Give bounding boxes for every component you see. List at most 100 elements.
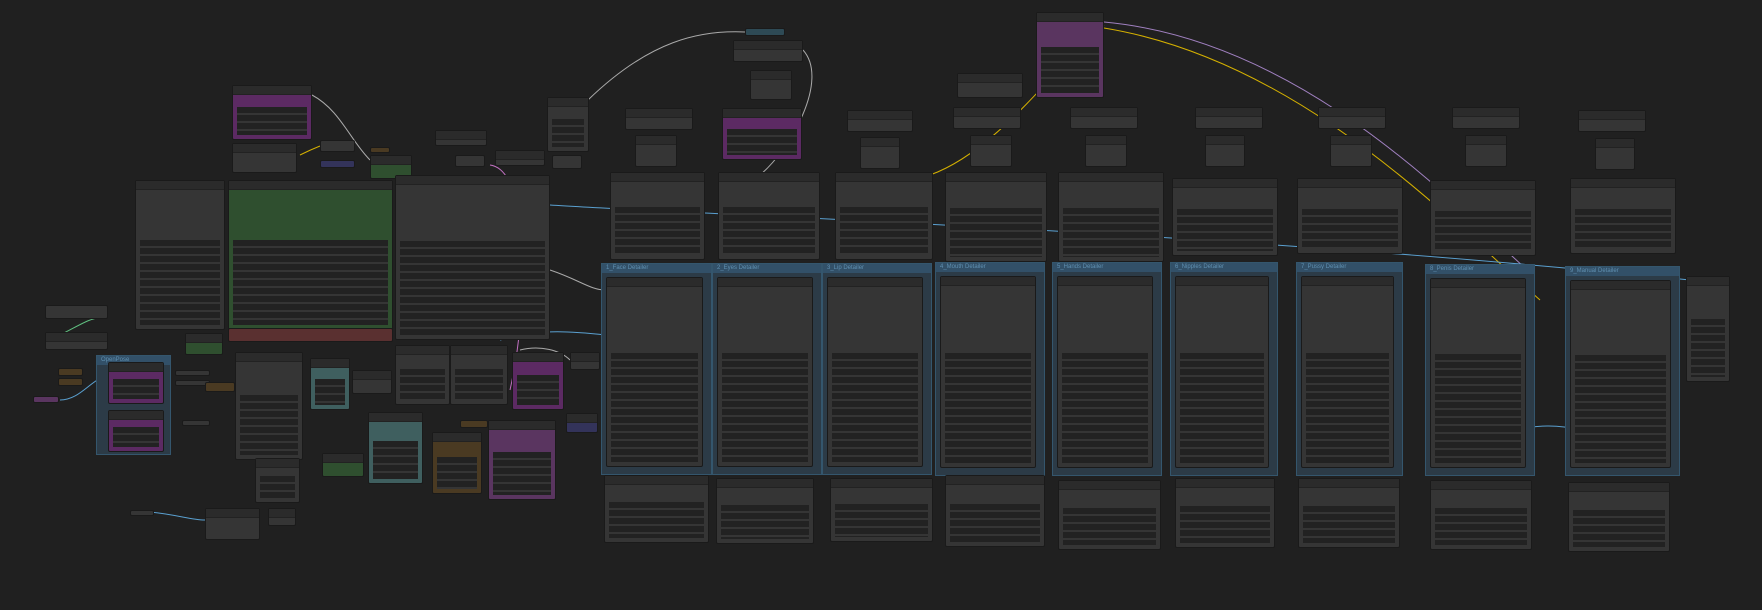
graph-node[interactable] (205, 508, 260, 540)
node-title-bar[interactable] (571, 353, 599, 362)
graph-node[interactable] (625, 108, 693, 130)
node-title-bar[interactable] (717, 479, 813, 488)
graph-node[interactable] (1430, 180, 1536, 256)
node-title-bar[interactable] (1453, 108, 1519, 117)
node-widgets[interactable] (832, 353, 918, 462)
node-widgets[interactable] (1063, 508, 1156, 545)
node-title-bar[interactable] (836, 173, 932, 182)
node-widgets[interactable] (615, 207, 700, 255)
node-widgets[interactable] (835, 503, 928, 537)
graph-node[interactable] (370, 147, 390, 153)
node-widgets[interactable] (455, 369, 503, 400)
graph-node[interactable] (610, 172, 705, 260)
node-widgets[interactable] (727, 129, 797, 155)
node-title-bar[interactable] (848, 111, 912, 120)
node-widgets[interactable] (1691, 318, 1725, 377)
graph-node[interactable] (1205, 135, 1245, 167)
group-title[interactable]: 4_Mouth Detailer (936, 263, 1044, 272)
node-widgets[interactable] (373, 441, 418, 479)
node-widgets[interactable] (1575, 355, 1666, 463)
node-title-bar[interactable] (971, 136, 1011, 145)
graph-node[interactable] (566, 413, 598, 433)
node-title-bar[interactable] (723, 109, 801, 118)
node-widgets[interactable] (517, 375, 559, 405)
node-widgets[interactable] (945, 353, 1031, 463)
node-title-bar[interactable] (451, 346, 507, 355)
group-title[interactable]: 5_Hands Detailer (1053, 263, 1161, 272)
graph-node[interactable] (135, 180, 225, 330)
node-title-bar[interactable] (831, 479, 932, 488)
node-widgets[interactable] (950, 208, 1042, 257)
graph-node[interactable] (255, 458, 300, 503)
node-widgets[interactable] (1435, 508, 1527, 545)
node-widgets[interactable] (1303, 506, 1395, 543)
graph-node[interactable] (320, 140, 355, 152)
node-widgets[interactable] (437, 457, 477, 489)
node-title-bar[interactable] (1059, 481, 1160, 490)
graph-node[interactable] (450, 345, 508, 405)
node-title-bar[interactable] (269, 509, 295, 518)
node-widgets[interactable] (260, 476, 295, 498)
graph-node[interactable] (512, 352, 564, 410)
node-widgets[interactable] (140, 240, 220, 325)
node-title-bar[interactable] (719, 173, 819, 182)
graph-node[interactable] (1465, 135, 1507, 167)
graph-node[interactable] (1595, 138, 1635, 170)
node-title-bar[interactable] (233, 144, 296, 153)
graph-node[interactable] (570, 352, 600, 370)
node-title-bar[interactable] (323, 454, 363, 463)
node-title-bar[interactable] (136, 181, 224, 190)
graph-node[interactable] (1452, 107, 1520, 129)
node-widgets[interactable] (493, 452, 551, 495)
node-widgets[interactable] (840, 207, 928, 255)
node-title-bar[interactable] (611, 173, 704, 182)
graph-node[interactable] (1057, 276, 1153, 468)
graph-node[interactable] (945, 172, 1047, 262)
node-widgets[interactable] (723, 207, 815, 255)
graph-node[interactable] (860, 137, 900, 169)
graph-node[interactable] (182, 420, 210, 426)
graph-node[interactable] (205, 382, 235, 392)
node-widgets[interactable] (722, 353, 808, 462)
node-widgets[interactable] (1573, 510, 1665, 547)
node-title-bar[interactable] (1037, 13, 1103, 22)
node-title-bar[interactable] (626, 109, 692, 118)
node-title-bar[interactable] (371, 156, 411, 165)
node-title-bar[interactable] (489, 421, 555, 430)
graph-node[interactable] (635, 135, 677, 167)
graph-node[interactable] (1175, 276, 1269, 468)
graph-node[interactable] (940, 276, 1036, 468)
graph-node[interactable] (58, 378, 83, 386)
node-widgets[interactable] (721, 504, 809, 539)
node-title-bar[interactable] (567, 414, 597, 423)
graph-node[interactable] (745, 28, 785, 36)
graph-node[interactable] (368, 412, 423, 484)
node-widgets[interactable] (400, 241, 545, 335)
graph-node[interactable] (108, 362, 164, 404)
node-widgets[interactable] (1435, 354, 1521, 463)
group-title[interactable]: 7_Pussy Detailer (1297, 263, 1402, 272)
graph-node[interactable] (235, 352, 303, 460)
group-title[interactable]: 1_Face Detailer (602, 264, 711, 273)
node-title-bar[interactable] (496, 151, 544, 160)
graph-node[interactable] (1301, 276, 1394, 468)
node-widgets[interactable] (1177, 209, 1273, 251)
graph-node[interactable] (185, 333, 223, 355)
node-title-bar[interactable] (718, 278, 812, 287)
node-title-bar[interactable] (1299, 479, 1399, 488)
node-widgets[interactable] (1180, 353, 1264, 463)
graph-node[interactable] (432, 432, 482, 494)
node-title-bar[interactable] (1059, 173, 1163, 182)
node-title-bar[interactable] (1298, 179, 1402, 188)
node-title-bar[interactable] (1176, 277, 1268, 286)
node-widgets[interactable] (1302, 208, 1398, 249)
node-widgets[interactable] (552, 119, 584, 147)
graph-node[interactable] (718, 172, 820, 260)
graph-node[interactable] (395, 345, 450, 405)
graph-node[interactable] (395, 175, 550, 340)
node-title-bar[interactable] (109, 411, 163, 420)
node-title-bar[interactable] (1687, 277, 1729, 286)
node-widgets[interactable] (1575, 208, 1671, 249)
node-title-bar[interactable] (186, 334, 222, 343)
